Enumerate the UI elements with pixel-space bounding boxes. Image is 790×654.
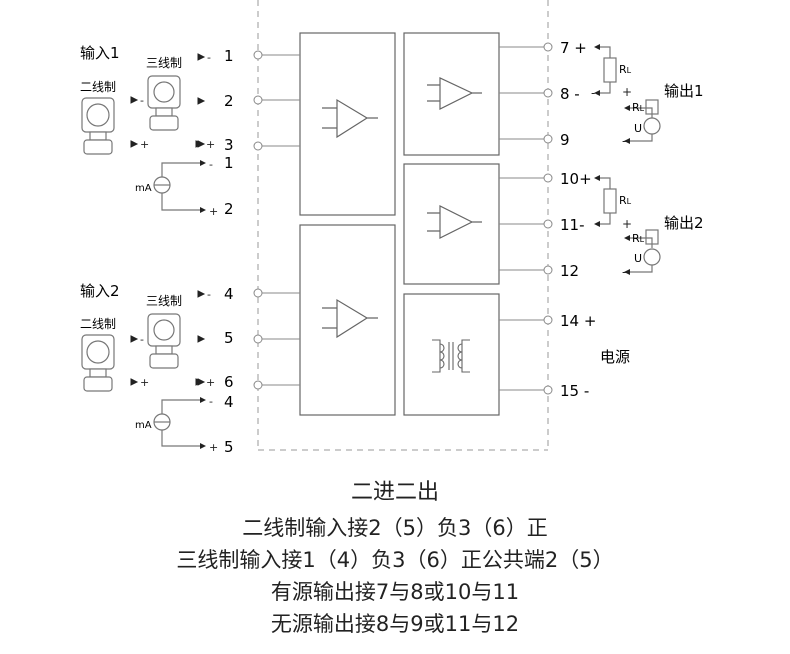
terminal-9 [543,134,553,144]
amplifier-icon [427,77,482,110]
output2-load-wiring [600,177,661,273]
svg-text:+: + [209,441,218,454]
input2-heading: 输入2 [80,282,120,300]
three-wire-transmitter-icon [147,75,181,131]
terminal-label-11: 11- [560,216,585,234]
svg-text:-: - [622,265,626,279]
load-resistor-label: RL [632,101,645,114]
svg-text:+: + [622,85,632,99]
input1-isolation-block [299,32,396,216]
ma-terminal-label-1: 1 [224,154,234,172]
terminal-1 [253,50,263,60]
terminal-label-1: 1 [224,47,234,65]
svg-text:+: + [622,217,632,231]
amplifier-icon [322,98,378,139]
caption-line-3: 有源输出接7与8或10与11 [270,580,520,604]
svg-text:-: - [591,86,595,100]
svg-text:+: + [140,138,149,151]
terminal-label-3: 3 [224,136,234,154]
transformer-icon [432,339,470,373]
input1-three-wire-label: 三线制 [146,56,182,70]
load-resistor-label: RL [619,63,632,76]
input2-two-wire-label: 二线制 [80,317,116,331]
load-resistor-label: RL [619,194,632,207]
input1-heading: 输入1 [80,44,120,62]
terminal-11 [543,219,553,229]
amplifier-icon [322,298,378,339]
terminal-12 [543,265,553,275]
terminal-14 [543,315,553,325]
svg-text:+: + [206,376,215,389]
caption-line-4: 无源输出接8与9或11与12 [270,612,520,636]
ma-source-label: mA [135,183,152,194]
output1-block [403,32,500,156]
terminal-label-8: 8 - [560,85,580,103]
terminal-2 [253,95,263,105]
svg-text:-: - [209,395,213,408]
terminal-label-14: 14 + [560,312,596,330]
power-label: 电源 [600,348,630,366]
voltage-label: U [634,252,642,265]
output1-load-wiring [600,46,661,142]
ma-terminal-label-4: 4 [224,393,234,411]
terminal-label-9: 9 [560,131,570,149]
output1-label: 输出1 [664,82,704,100]
terminal-label-4: 4 [224,285,234,303]
output2-label: 输出2 [664,214,704,232]
terminal-5 [253,334,263,344]
ma-terminal-label-2: 2 [224,200,234,218]
svg-text:-: - [207,288,211,301]
caption-line-2: 三线制输入接1（4）负3（6）正公共端2（5） [176,548,614,572]
svg-text:+: + [209,205,218,218]
three-wire-transmitter-icon [147,313,181,369]
terminal-label-2: 2 [224,92,234,110]
ma-source-icon [153,162,200,211]
ma-source-icon [153,399,200,447]
terminal-7 [543,42,553,52]
wiring-diagram: 输入1 三线制 二线制 - + - + 1 2 3 mA - [80,0,704,456]
svg-text:+: + [206,138,215,151]
caption-title: 二进二出 [350,480,439,505]
svg-text:+: + [140,376,149,389]
svg-text:-: - [140,94,144,107]
terminal-15 [543,385,553,395]
power-block [403,293,500,416]
terminal-6 [253,380,263,390]
svg-text:-: - [209,158,213,171]
two-wire-transmitter-icon [81,97,115,155]
terminal-label-15: 15 - [560,382,589,400]
svg-text:-: - [207,51,211,64]
two-wire-transmitter-icon [81,334,115,392]
input2-three-wire-label: 三线制 [146,294,182,308]
caption-line-1: 二线制输入接2（5）负3（6）正 [242,516,548,540]
svg-text:-: - [622,134,626,148]
svg-text:-: - [140,333,144,346]
ma-terminal-label-5: 5 [224,438,234,456]
input2-isolation-block [299,224,396,416]
terminal-10 [543,173,553,183]
terminal-label-10: 10+ [560,170,592,188]
amplifier-icon [427,205,482,239]
terminal-3 [253,141,263,151]
terminal-label-12: 12 [560,262,579,280]
input1-two-wire-label: 二线制 [80,80,116,94]
ma-source-label: mA [135,420,152,431]
terminal-label-6: 6 [224,373,234,391]
voltage-label: U [634,122,642,135]
terminal-label-7: 7 + [560,39,587,57]
terminal-label-5: 5 [224,329,234,347]
load-resistor-label: RL [632,232,645,245]
terminal-8 [543,88,553,98]
output2-block [403,163,500,285]
terminal-4 [253,288,263,298]
